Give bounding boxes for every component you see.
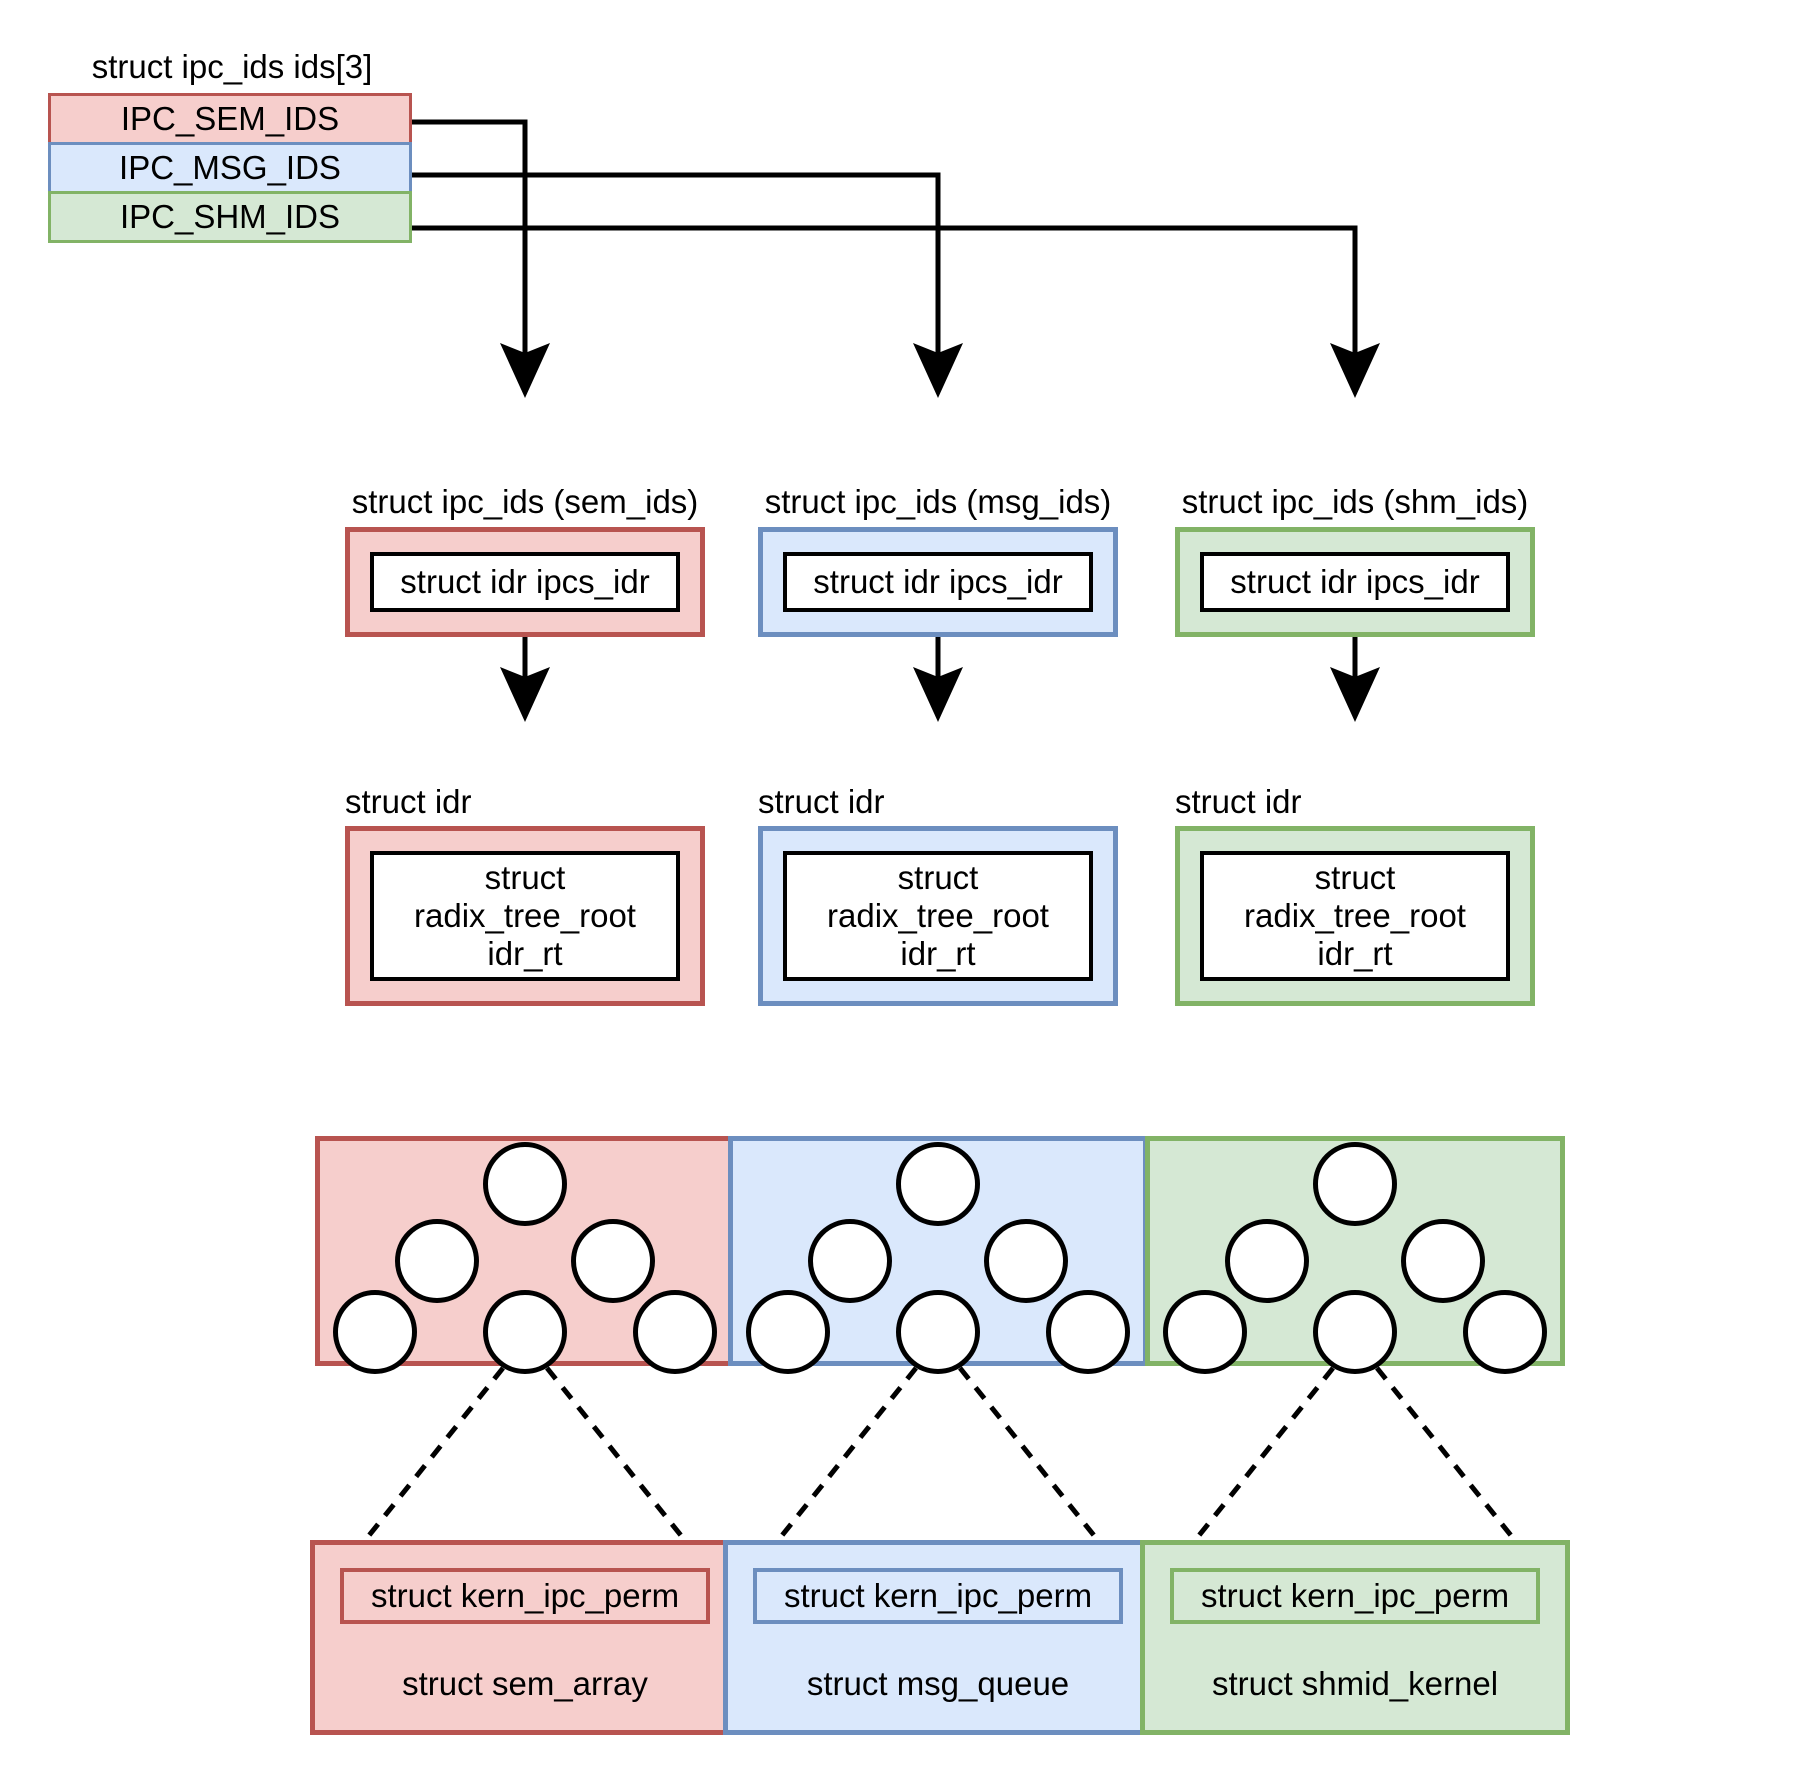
array-entry-msg[interactable]: IPC_MSG_IDS — [48, 142, 412, 194]
array-title: struct ipc_ids ids[3] — [91, 48, 373, 85]
ipcs-idr-label-shm: struct idr ipcs_idr — [1230, 562, 1480, 600]
radix-node-shm-3[interactable] — [1163, 1290, 1247, 1374]
dashed-link-right-sem — [545, 1366, 709, 1570]
radix-node-msg-2[interactable] — [984, 1219, 1068, 1303]
dashed-link-right-shm — [1375, 1366, 1539, 1570]
column-title-shm: struct ipc_ids (shm_ids) — [1181, 483, 1529, 520]
wire-msg — [412, 172, 963, 398]
wire-shm — [412, 225, 1380, 398]
array-entry-shm-label: IPC_SHM_IDS — [119, 198, 341, 235]
radix-line-3-sem: idr_rt — [487, 935, 563, 973]
radix-line-3-msg: idr_rt — [900, 935, 976, 973]
radix-node-shm-5[interactable] — [1463, 1290, 1547, 1374]
object-label-sem: struct sem_array — [402, 1665, 648, 1702]
radix-line-1-msg: struct — [897, 858, 979, 896]
ipcs-idr-label-sem: struct idr ipcs_idr — [400, 562, 650, 600]
ipcs-idr-label-msg: struct idr ipcs_idr — [813, 562, 1063, 600]
kern-ipc-perm-label-shm: struct kern_ipc_perm — [1200, 1577, 1510, 1614]
column-title-msg: struct ipc_ids (msg_ids) — [764, 483, 1112, 520]
radix-line-2-shm: radix_tree_root — [1244, 896, 1466, 934]
ipc-ids-array: IPC_SEM_IDS IPC_MSG_IDS IPC_SHM_IDS — [48, 93, 412, 243]
radix-node-sem-4[interactable] — [483, 1290, 567, 1374]
kern-ipc-perm-box-shm[interactable]: struct kern_ipc_perm — [1170, 1568, 1540, 1624]
radix-node-shm-4[interactable] — [1313, 1290, 1397, 1374]
wire-sem — [412, 119, 550, 398]
radix-node-sem-2[interactable] — [571, 1219, 655, 1303]
kern-ipc-perm-box-msg[interactable]: struct kern_ipc_perm — [753, 1568, 1123, 1624]
ipcs-idr-box-shm[interactable]: struct idr ipcs_idr — [1200, 552, 1510, 612]
column-title-sem: struct ipc_ids (sem_ids) — [351, 483, 699, 520]
radix-node-sem-1[interactable] — [395, 1219, 479, 1303]
kern-ipc-perm-box-sem[interactable]: struct kern_ipc_perm — [340, 1568, 710, 1624]
dashed-link-right-msg — [958, 1366, 1122, 1570]
array-entry-sem-label: IPC_SEM_IDS — [120, 100, 340, 137]
array-entry-sem[interactable]: IPC_SEM_IDS — [48, 93, 412, 145]
idr-tag-sem: struct idr — [345, 783, 472, 820]
radix-node-sem-3[interactable] — [333, 1290, 417, 1374]
radix-line-1-shm: struct — [1314, 858, 1396, 896]
radix-node-msg-4[interactable] — [896, 1290, 980, 1374]
dashed-link-left-sem — [341, 1366, 505, 1570]
idr-tag-msg: struct idr — [758, 783, 885, 820]
kern-ipc-perm-label-sem: struct kern_ipc_perm — [370, 1577, 680, 1614]
radix-line-2-sem: radix_tree_root — [414, 896, 636, 934]
radix-node-msg-1[interactable] — [808, 1219, 892, 1303]
ipcs-idr-box-msg[interactable]: struct idr ipcs_idr — [783, 552, 1093, 612]
radix-node-msg-0[interactable] — [896, 1142, 980, 1226]
kern-ipc-perm-label-msg: struct kern_ipc_perm — [783, 1577, 1093, 1614]
top-connectors — [412, 119, 1380, 398]
radix-node-shm-1[interactable] — [1225, 1219, 1309, 1303]
radix-node-msg-5[interactable] — [1046, 1290, 1130, 1374]
object-label-shm: struct shmid_kernel — [1211, 1665, 1499, 1702]
dashed-link-left-shm — [1171, 1366, 1335, 1570]
idr-tag-shm: struct idr — [1175, 783, 1302, 820]
radix-line-2-msg: radix_tree_root — [827, 896, 1049, 934]
radix-node-sem-0[interactable] — [483, 1142, 567, 1226]
radix-line-3-shm: idr_rt — [1317, 935, 1393, 973]
radix-line-1-sem: struct — [484, 858, 566, 896]
radix-node-sem-5[interactable] — [633, 1290, 717, 1374]
dashed-link-left-msg — [754, 1366, 918, 1570]
object-label-msg: struct msg_queue — [806, 1665, 1070, 1702]
array-entry-shm[interactable]: IPC_SHM_IDS — [48, 191, 412, 243]
array-entry-msg-label: IPC_MSG_IDS — [119, 149, 341, 186]
radix-node-msg-3[interactable] — [746, 1290, 830, 1374]
radix-node-shm-0[interactable] — [1313, 1142, 1397, 1226]
ipcs-idr-box-sem[interactable]: struct idr ipcs_idr — [370, 552, 680, 612]
radix-node-shm-2[interactable] — [1401, 1219, 1485, 1303]
